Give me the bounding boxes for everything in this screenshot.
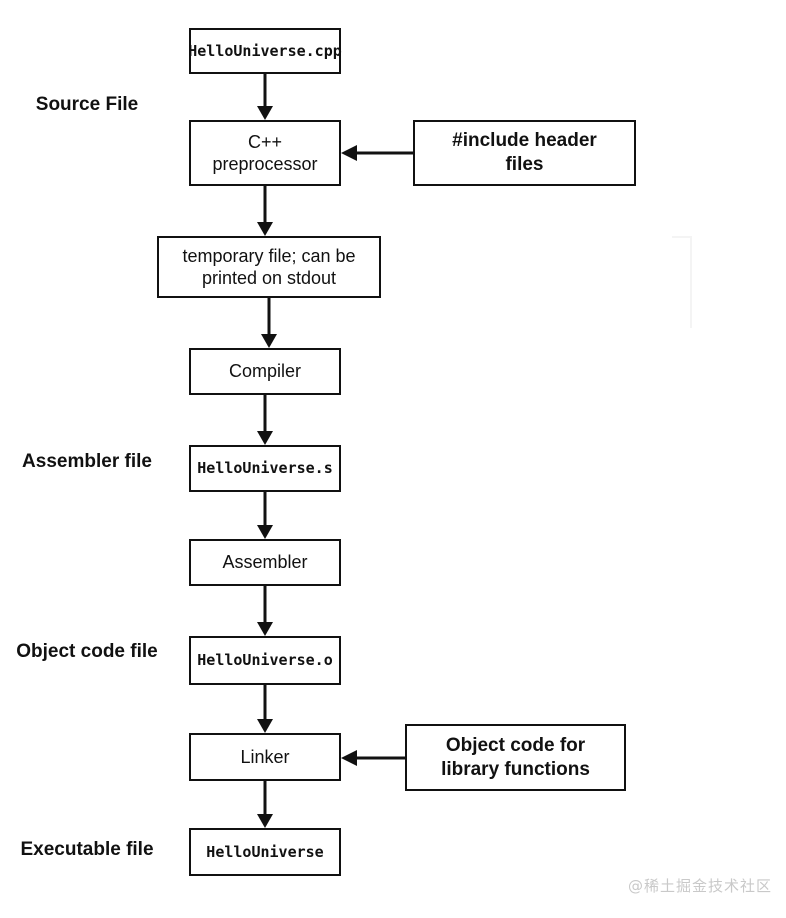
stage-label-source-file: Source File (12, 93, 162, 117)
arrow-cpp-to-preprocessor (251, 74, 279, 120)
arrow-preprocessor-to-temp (251, 186, 279, 236)
node-label: Object code for library functions (441, 734, 590, 780)
node-label: #include header files (452, 130, 597, 175)
stage-label-text: Executable file (20, 839, 154, 860)
node-label: HelloUniverse.s (197, 459, 333, 478)
node-label: Assembler (222, 552, 308, 573)
node-linker: Linker (189, 733, 341, 781)
node-hellouniverse: HelloUniverse (189, 828, 341, 876)
watermark: @稀土掘金技术社区 (627, 877, 772, 895)
arrow-asm-file-to-assembler (251, 492, 279, 539)
node-include-header-files: #include header files (413, 120, 636, 186)
node-compiler: Compiler (189, 348, 341, 395)
node-label: HelloUniverse.o (197, 651, 333, 670)
stage-label-assembler-file: Assembler file (12, 450, 162, 474)
node-label: HelloUniverse (206, 842, 324, 861)
node-label: HelloUniverse.cpp (188, 41, 342, 60)
node-hellouniverse-s: HelloUniverse.s (189, 445, 341, 492)
node-label: Linker (240, 746, 290, 767)
node-object-code-library: Object code for library functions (405, 724, 626, 791)
stage-label-text: Source File (35, 94, 139, 115)
stage-label-object-code-file: Object code file (12, 640, 162, 664)
node-temporary-file: temporary file; can be printed on stdout (157, 236, 381, 298)
node-hellouniverse-o: HelloUniverse.o (189, 636, 341, 685)
node-cpp-preprocessor: C++ preprocessor (189, 120, 341, 186)
stage-label-text: Assembler file (22, 451, 152, 472)
arrow-linker-to-executable (251, 781, 279, 828)
node-label: Compiler (228, 361, 302, 382)
arrow-assembler-to-obj-file (251, 586, 279, 636)
node-hellouniverse-cpp: HelloUniverse.cpp (188, 28, 342, 74)
node-assembler: Assembler (189, 539, 341, 586)
arrow-compiler-to-asm-file (251, 395, 279, 445)
stage-label-text: Object code file (16, 641, 158, 662)
stage-label-executable-file: Executable file (12, 838, 162, 862)
arrow-include-to-preprocessor (341, 139, 413, 167)
scan-artifact (672, 236, 692, 328)
arrow-temp-to-compiler (255, 298, 283, 348)
arrow-obj-file-to-linker (251, 685, 279, 733)
arrow-library-to-linker (341, 744, 405, 772)
node-label: temporary file; can be printed on stdout (182, 245, 356, 289)
node-label: C++ preprocessor (212, 131, 318, 175)
